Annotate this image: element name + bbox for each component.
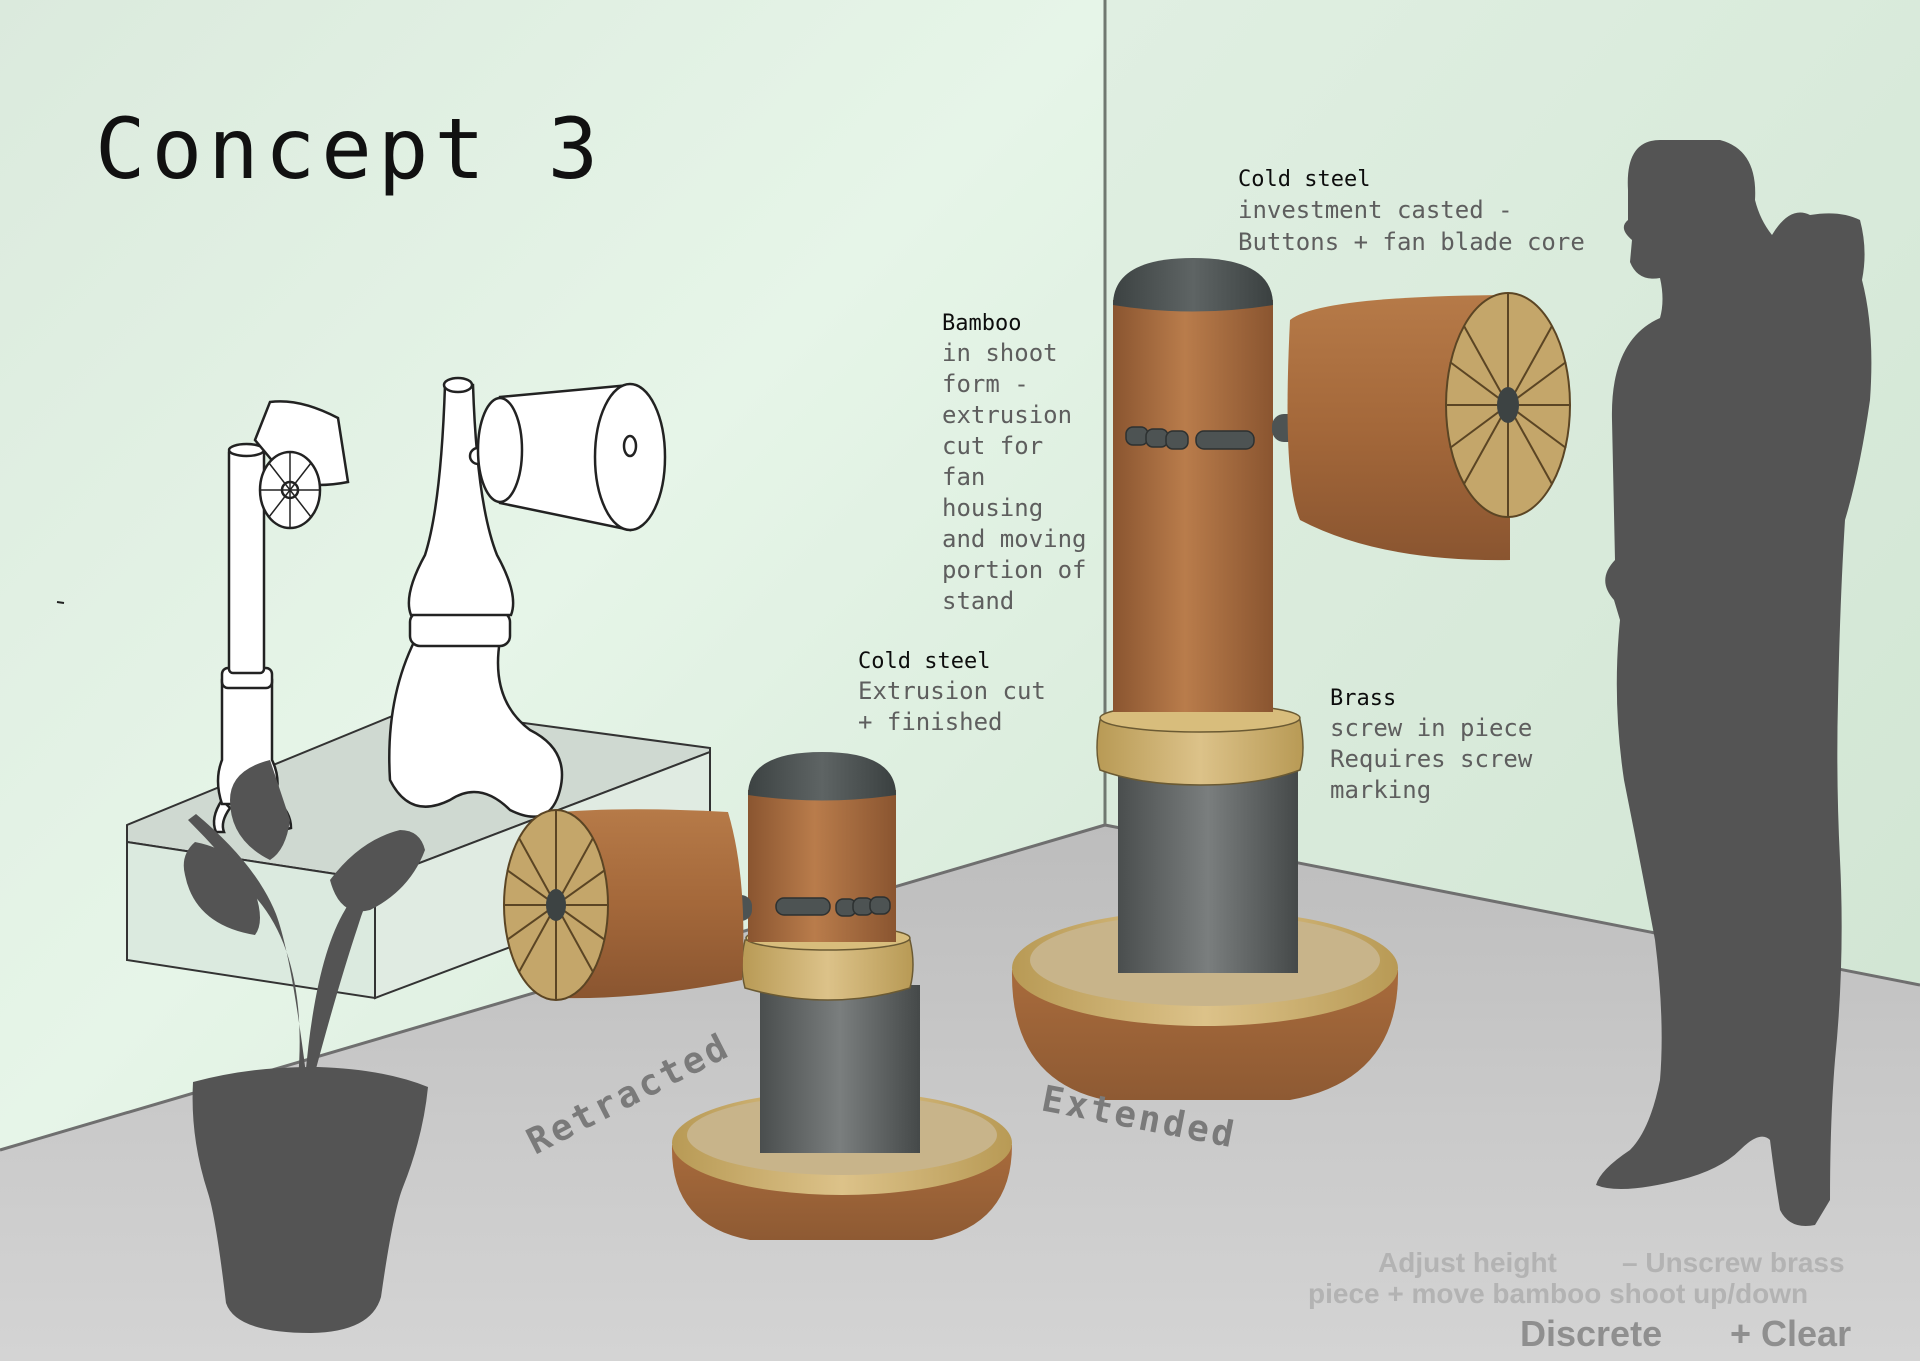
note-unscrew-brass: – Unscrew brass	[1622, 1247, 1845, 1278]
label-bamboo: Bamboo in shoot form - extrusion cut for…	[942, 311, 1087, 615]
label-heading: Bamboo	[942, 311, 1021, 336]
sketch-stem-tip	[442, 376, 474, 394]
page-title: Concept 3	[95, 100, 604, 198]
sketch-pole	[227, 446, 266, 675]
retracted-steel-cap	[748, 752, 896, 801]
label-line: extrusion	[942, 401, 1072, 429]
plant-stem	[188, 814, 403, 1080]
floor	[0, 825, 1920, 1361]
label-line: Requires screw	[1330, 745, 1533, 773]
sketch-fan-spokes	[260, 452, 320, 528]
button	[1195, 430, 1255, 450]
button	[775, 897, 831, 916]
button	[1125, 426, 1149, 446]
design-notes: Adjust height – Unscrew brass piece + mo…	[1308, 1247, 1851, 1354]
button	[1145, 428, 1169, 448]
note-clear: + Clear	[1730, 1313, 1851, 1354]
sketch-fan-extended	[388, 376, 667, 818]
label-line: Buttons + fan blade core	[1238, 228, 1585, 256]
sketch-base-foot	[388, 638, 564, 818]
label-line: stand	[942, 587, 1014, 615]
label-line: fan	[942, 463, 985, 491]
button	[1165, 430, 1189, 450]
extended-steel-cap	[1113, 258, 1273, 312]
plant-pot	[192, 1066, 428, 1333]
label-line: in shoot	[942, 339, 1058, 367]
sketch-tapered-stem	[407, 383, 515, 617]
label-line: investment casted -	[1238, 196, 1513, 224]
extended-fan-hub	[1497, 387, 1519, 423]
label-line: cut for	[942, 432, 1043, 460]
label-heading: Cold steel	[858, 649, 990, 674]
retracted-fan-hub	[546, 889, 566, 921]
note-adjust-height: Adjust height	[1378, 1247, 1557, 1278]
label-line: housing	[942, 494, 1043, 522]
extended-brass-screw-ring	[1096, 719, 1304, 786]
plant-leaf-right	[330, 830, 425, 912]
note-discrete: Discrete	[1520, 1313, 1662, 1354]
sketch-drum-hub	[622, 434, 638, 458]
person-silhouette	[1596, 140, 1872, 1226]
label-line: Extrusion cut	[858, 677, 1046, 705]
sketch-base-collar	[408, 610, 512, 648]
plant-leaf-top	[230, 760, 290, 860]
note-move-shoot: piece + move bamboo shoot up/down	[1308, 1278, 1808, 1309]
extended-steel-column	[1118, 755, 1298, 973]
label-heading: Cold steel	[1238, 167, 1370, 192]
label-line: portion of	[942, 556, 1087, 584]
stand-extended	[1011, 258, 1571, 1100]
retracted-buttons	[775, 896, 891, 917]
sketch-mark	[56, 601, 65, 604]
retracted-brass-screw-ring	[741, 939, 914, 1001]
retracted-bamboo-shoot	[748, 790, 896, 942]
retracted-steel-column	[760, 985, 920, 1153]
plant-leaf-left	[183, 842, 260, 935]
extended-bamboo-shoot	[1113, 300, 1273, 712]
label-line: form -	[942, 370, 1029, 398]
label-cold-steel-mid: Cold steel Extrusion cut + finished	[858, 649, 1046, 736]
label-line: and moving	[942, 525, 1087, 553]
label-line: + finished	[858, 708, 1003, 736]
label-heading: Brass	[1330, 686, 1396, 711]
label-brass: Brass screw in piece Requires screw mark…	[1330, 686, 1533, 804]
stand-retracted	[503, 752, 1012, 1240]
label-cold-steel-top: Cold steel investment casted - Buttons +…	[1238, 167, 1585, 256]
button	[869, 896, 891, 915]
potted-plant-silhouette	[183, 760, 428, 1333]
extended-buttons	[1125, 426, 1255, 450]
label-line: screw in piece	[1330, 714, 1532, 742]
sketch-drum-back	[476, 396, 524, 504]
sketch-foot-left	[212, 798, 232, 834]
label-line: marking	[1330, 776, 1431, 804]
